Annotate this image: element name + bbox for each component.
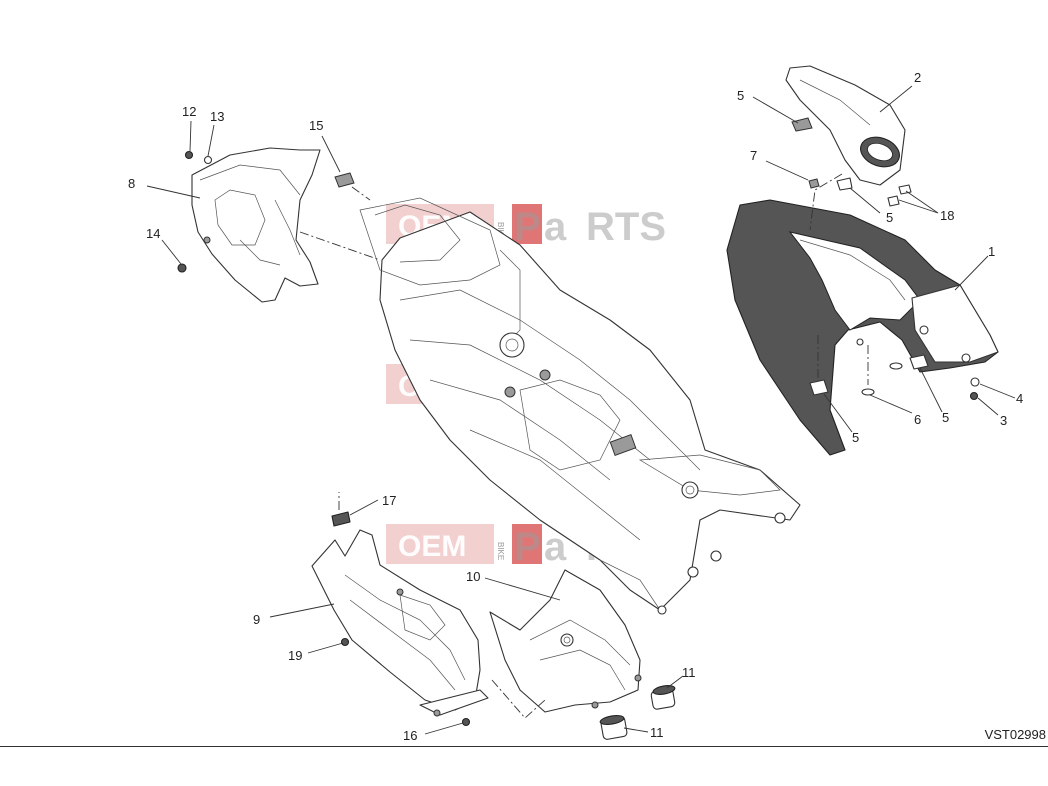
callout-1: 1 [988,244,995,259]
callout-7: 7 [750,148,757,163]
bushing-right [650,685,676,710]
svg-text:a: a [544,205,567,249]
seat-cowl-part-1 [726,199,999,456]
callout-5-bottom: 5 [852,430,859,445]
rear-bracket-part-8 [191,147,321,303]
small-hardware [177,117,980,740]
tail-bump-part-2 [785,65,906,186]
svg-text:P: P [514,525,541,569]
callout-5-tail: 5 [886,210,893,225]
callout-5-top: 5 [737,88,744,103]
callout-5-right: 5 [942,410,949,425]
callout-3: 3 [1000,413,1007,428]
callout-9: 9 [253,612,260,627]
callout-13: 13 [210,109,224,124]
leader-lines [146,85,1016,735]
callout-4: 4 [1016,391,1023,406]
callout-6: 6 [914,412,921,427]
rear-undertray-part-10 [489,569,642,713]
undertray-part-9 [311,529,489,717]
callout-8: 8 [128,176,135,191]
callout-11-right: 11 [682,665,696,680]
callout-2: 2 [914,70,921,85]
callout-14: 14 [146,226,160,241]
bushing-left [599,714,628,740]
svg-text:OEM: OEM [398,530,466,563]
svg-text:BIKE: BIKE [496,542,505,560]
svg-text:P: P [514,205,541,249]
callout-16: 16 [403,728,417,743]
callout-12: 12 [182,104,196,119]
callout-19: 19 [288,648,302,663]
callout-15: 15 [309,118,323,133]
rear-subframe [359,197,801,615]
callout-17: 17 [382,493,396,508]
bottom-rule [0,746,1048,747]
callout-10: 10 [466,569,480,584]
drawing-code: VST02998 [984,727,1046,742]
svg-text:RTS: RTS [586,205,666,249]
callout-18: 18 [940,208,954,223]
callout-labels: 1 2 3 4 5 5 5 5 6 7 8 9 10 11 11 12 13 1… [128,70,1023,743]
callout-11-left: 11 [650,725,664,740]
svg-text:BIKE: BIKE [496,222,505,240]
svg-text:a: a [544,525,567,569]
